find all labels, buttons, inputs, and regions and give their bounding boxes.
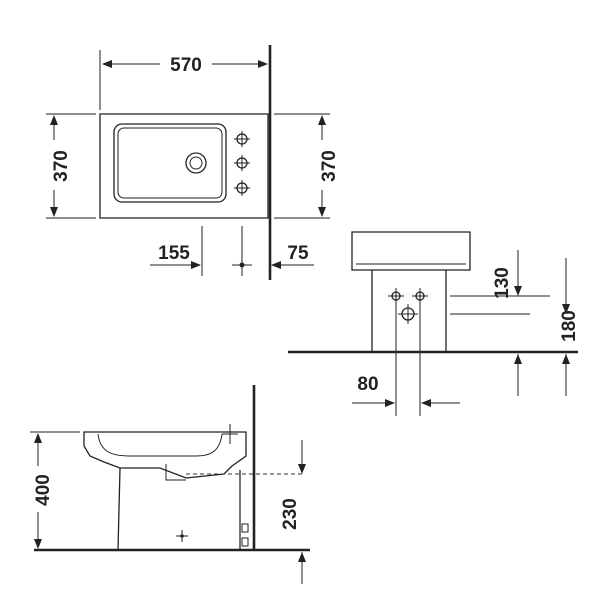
- arrow-icon: [34, 433, 42, 443]
- tap-hole-icon: [412, 288, 428, 304]
- top-outer-outline: [99, 113, 269, 219]
- fixing-point-icon: [176, 530, 188, 542]
- tap-hole-icon: [234, 180, 250, 196]
- top-basin-inner: [117, 127, 223, 199]
- tap-hole-icon: [234, 155, 250, 171]
- tap-hole-icon: [388, 288, 404, 304]
- side-basin-curve: [97, 433, 223, 457]
- dim-370-right-label: 370: [319, 150, 340, 182]
- dim-230-label: 230: [280, 498, 301, 530]
- front-bowl-outline: [351, 231, 471, 271]
- arrow-icon: [34, 539, 42, 549]
- dim-570-label: 570: [170, 55, 202, 76]
- arrow-icon: [50, 115, 58, 125]
- dim-180-label: 180: [559, 310, 580, 342]
- tap-hole-icon: [234, 131, 250, 147]
- arrow-icon: [258, 60, 268, 68]
- arrow-icon: [318, 207, 326, 217]
- side-view: 400 230: [30, 385, 310, 584]
- arrow-icon: [421, 399, 431, 407]
- dim-400-label: 400: [33, 474, 54, 506]
- side-bracket: [241, 523, 249, 533]
- arrow-icon: [50, 207, 58, 217]
- waste-hole-inner: [189, 156, 203, 170]
- arrow-icon: [102, 60, 112, 68]
- waste-hole-icon: [398, 304, 418, 324]
- top-basin-outline: [113, 123, 227, 203]
- dim-155-label: 155: [158, 243, 190, 264]
- dim-130-label: 130: [492, 267, 513, 299]
- dim-370-left-label: 370: [51, 150, 72, 182]
- arrow-icon: [298, 552, 306, 562]
- dim-80-label: 80: [357, 374, 378, 395]
- arrow-icon: [298, 464, 306, 474]
- arrow-icon: [385, 399, 395, 407]
- side-bowl-outline: [83, 431, 247, 479]
- arrow-icon: [271, 261, 281, 269]
- top-view: 570 370 370 155 75: [46, 45, 340, 280]
- front-pedestal-outline: [371, 270, 447, 352]
- arrow-icon: [191, 261, 201, 269]
- waste-hole-outer: [185, 152, 207, 174]
- arrow-icon: [514, 354, 522, 364]
- side-bracket: [241, 537, 249, 547]
- dim-75-label: 75: [287, 243, 309, 264]
- arrow-icon: [562, 354, 570, 364]
- side-waste-pipe: [165, 464, 186, 481]
- arrow-icon: [562, 304, 570, 314]
- front-view: 130 180 80: [288, 231, 580, 416]
- arrow-icon: [318, 115, 326, 125]
- arrow-icon: [514, 286, 522, 296]
